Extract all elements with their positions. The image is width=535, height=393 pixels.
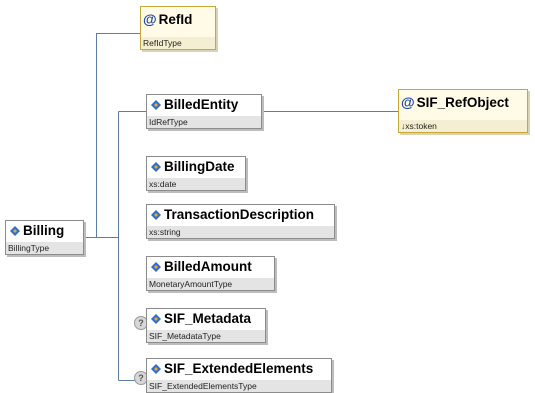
element-node-billingdate[interactable]: BillingDate xs:date	[146, 156, 246, 191]
at-sign-icon: @	[143, 11, 157, 27]
element-diamond-icon	[10, 226, 20, 236]
attribute-node-refid[interactable]: @RefId RefIdType	[140, 6, 216, 50]
question-mark-icon: ?	[134, 371, 148, 385]
sif-extendedelements-name: SIF_ExtendedElements	[164, 361, 314, 376]
element-diamond-icon	[151, 210, 161, 220]
sif-refobject-name: SIF_RefObject	[416, 95, 509, 110]
billingdate-type: xs:date	[147, 178, 245, 190]
element-node-transactiondescription[interactable]: TransactionDescription xs:string	[146, 204, 335, 239]
element-diamond-icon	[151, 100, 161, 110]
element-diamond-icon	[151, 314, 161, 324]
billedamount-name: BilledAmount	[164, 259, 252, 274]
element-diamond-icon	[151, 262, 161, 272]
attribute-refid-name: RefId	[158, 12, 193, 27]
attribute-refid-type: RefIdType	[141, 37, 215, 49]
at-sign-icon: @	[401, 94, 415, 110]
sif-refobject-type: ↓xs:token	[399, 120, 527, 132]
element-node-billedentity[interactable]: BilledEntity IdRefType	[146, 94, 262, 129]
element-node-sif-metadata[interactable]: SIF_Metadata SIF_MetadataType	[146, 308, 266, 343]
root-node-billing[interactable]: Billing BillingType	[5, 220, 84, 255]
transactiondescription-type: xs:string	[147, 226, 334, 238]
element-diamond-icon	[151, 162, 161, 172]
element-node-billedamount[interactable]: BilledAmount MonetaryAmountType	[146, 256, 275, 291]
sif-metadata-type: SIF_MetadataType	[147, 330, 265, 342]
transactiondescription-name: TransactionDescription	[164, 207, 315, 222]
billedentity-name: BilledEntity	[164, 97, 239, 112]
sif-extendedelements-type: SIF_ExtendedElementsType	[147, 380, 331, 392]
element-diamond-icon	[151, 364, 161, 374]
attribute-node-sif-refobject[interactable]: @SIF_RefObject ↓xs:token	[398, 89, 528, 133]
connector-refid	[84, 33, 140, 238]
billedamount-type: MonetaryAmountType	[147, 278, 274, 290]
billingdate-name: BillingDate	[164, 159, 235, 174]
sif-metadata-name: SIF_Metadata	[164, 311, 252, 326]
billedentity-type: IdRefType	[147, 116, 261, 128]
root-type: BillingType	[6, 242, 83, 254]
element-node-sif-extendedelements[interactable]: SIF_ExtendedElements SIF_ExtendedElement…	[146, 358, 332, 393]
root-name: Billing	[23, 223, 65, 238]
